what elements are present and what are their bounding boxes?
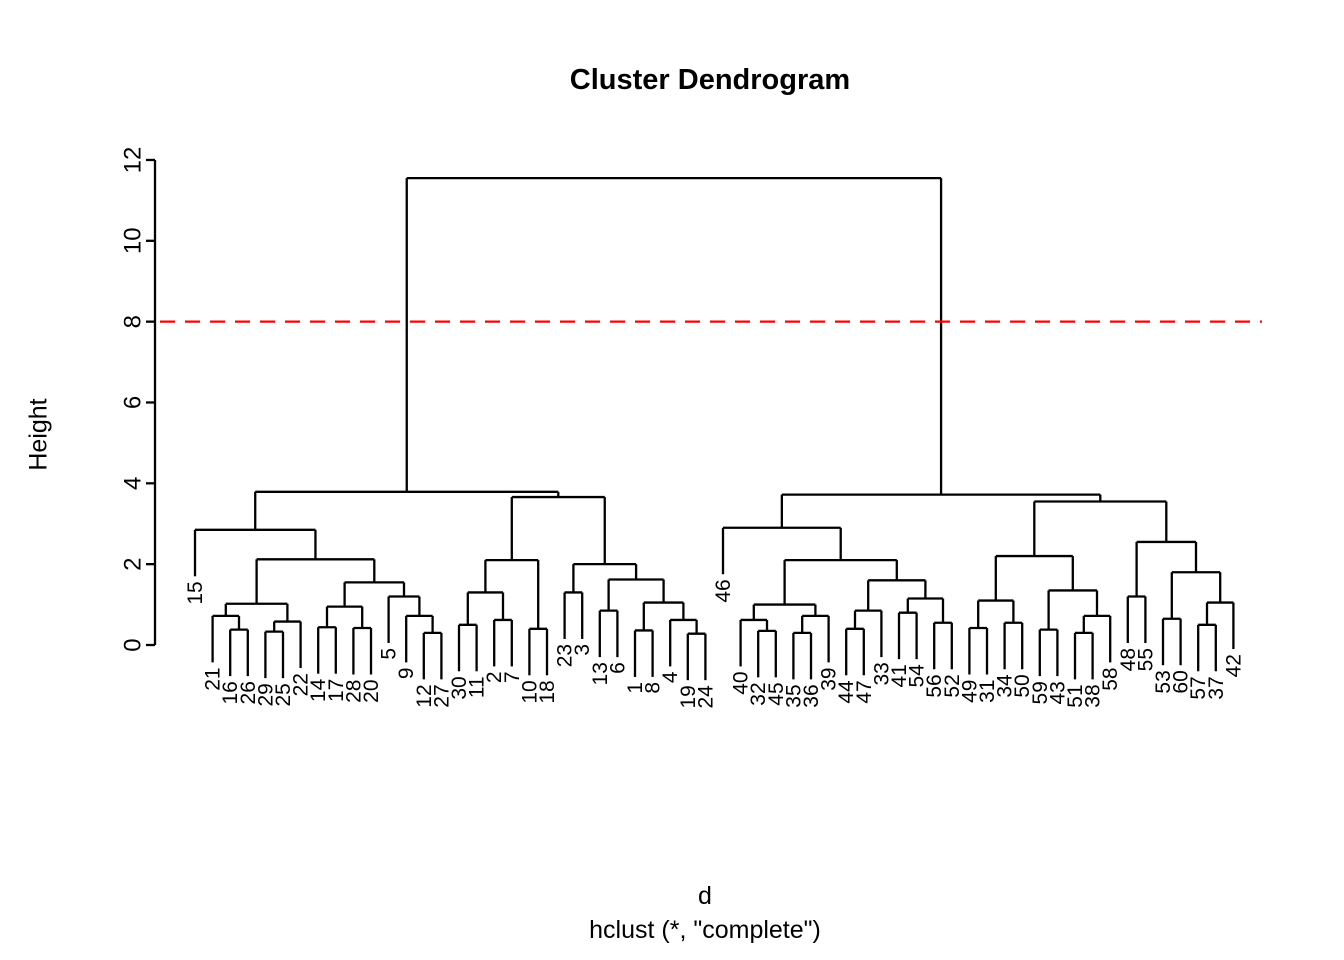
y-axis-tick-label: 8 <box>119 315 146 328</box>
leaf-label: 32 <box>747 682 770 705</box>
leaf-label: 34 <box>994 674 1017 698</box>
leaf-label: 23 <box>554 644 577 667</box>
y-axis-tick-label: 0 <box>119 638 146 651</box>
leaf-label: 7 <box>501 671 524 683</box>
x-axis-label: d <box>698 882 712 910</box>
leaf-label: 44 <box>835 680 858 704</box>
leaf-label: 60 <box>1170 670 1193 693</box>
leaf-label: 8 <box>642 682 665 694</box>
leaf-label: 14 <box>307 678 330 702</box>
leaf-label: 13 <box>589 662 612 685</box>
leaf-label: 54 <box>906 664 929 688</box>
leaf-label: 26 <box>237 681 260 704</box>
leaf-label: 39 <box>818 667 841 690</box>
leaf-label: 21 <box>202 667 225 690</box>
y-axis-tick-label: 4 <box>119 477 146 490</box>
leaf-label: 49 <box>958 680 981 703</box>
leaf-label: 41 <box>888 664 911 687</box>
y-axis-label: Height <box>24 398 53 471</box>
leaf-label: 19 <box>677 685 700 708</box>
leaf-label: 31 <box>976 680 999 703</box>
leaf-label: 29 <box>254 683 277 706</box>
leaf-label: 47 <box>853 680 876 703</box>
leaf-label: 59 <box>1029 681 1052 704</box>
leaf-label: 11 <box>466 676 489 698</box>
leaf-label: 37 <box>1205 676 1228 699</box>
y-axis-tick-label: 12 <box>119 147 146 174</box>
leaf-label: 55 <box>1134 648 1157 671</box>
y-axis-tick-label: 6 <box>119 396 146 409</box>
leaf-label: 28 <box>342 680 365 703</box>
leaf-label: 53 <box>1152 670 1175 693</box>
leaf-label: 52 <box>941 674 964 697</box>
leaf-label: 50 <box>1011 674 1034 697</box>
leaf-label: 25 <box>272 683 295 706</box>
leaf-label: 40 <box>730 671 753 694</box>
leaf-label: 46 <box>712 579 735 602</box>
y-axis-tick-label: 2 <box>119 557 146 570</box>
leaf-label: 35 <box>782 684 805 707</box>
leaf-label: 18 <box>536 680 559 703</box>
leaf-label: 9 <box>395 667 418 679</box>
leaf-label: 17 <box>325 679 348 702</box>
leaf-label: 10 <box>518 680 541 703</box>
leaf-label: 51 <box>1064 684 1087 707</box>
leaf-label: 27 <box>430 684 453 707</box>
leaf-label: 22 <box>290 673 313 696</box>
leaf-label: 2 <box>483 671 506 683</box>
leaf-label: 20 <box>360 680 383 703</box>
leaf-label: 45 <box>765 682 788 705</box>
leaf-label: 58 <box>1099 667 1122 690</box>
leaf-label: 3 <box>571 644 594 656</box>
leaf-label: 12 <box>413 684 436 707</box>
leaf-label: 57 <box>1187 676 1210 699</box>
leaf-label: 30 <box>448 676 471 699</box>
leaf-label: 4 <box>659 671 682 683</box>
leaf-label: 36 <box>800 684 823 707</box>
leaf-label: 48 <box>1117 648 1140 671</box>
leaf-label: 56 <box>923 674 946 697</box>
leaf-label: 33 <box>870 662 893 685</box>
leaf-label: 15 <box>184 581 207 604</box>
leaf-label: 1 <box>624 682 647 694</box>
leaf-label: 42 <box>1222 654 1245 677</box>
leaf-label: 16 <box>219 681 242 704</box>
leaf-label: 5 <box>378 648 401 660</box>
leaf-label: 24 <box>694 685 717 709</box>
leaf-label: 6 <box>606 662 629 674</box>
y-axis-tick-label: 10 <box>119 227 146 254</box>
leaf-label: 38 <box>1082 684 1105 707</box>
chart-title: Cluster Dendrogram <box>569 64 851 96</box>
x-axis-sublabel: hclust (*, "complete") <box>589 916 821 944</box>
leaf-label: 43 <box>1046 681 1069 704</box>
